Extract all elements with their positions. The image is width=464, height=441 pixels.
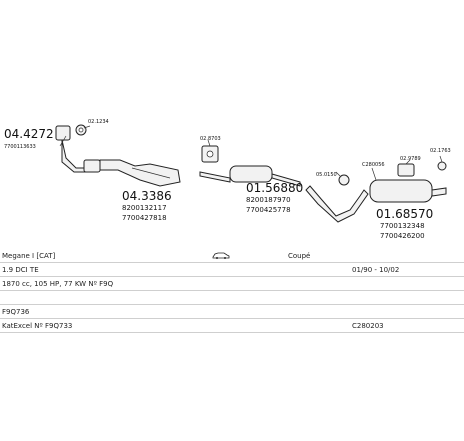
- catalog-code: C280203: [352, 322, 384, 330]
- oem-number: 7700425778: [246, 206, 291, 214]
- oem-number: 7700426200: [380, 232, 425, 240]
- catalyst-part[interactable]: [99, 159, 181, 187]
- engine-details: 1870 cc, 105 HP, 77 KW Nº F9Q: [2, 280, 114, 288]
- oem-number: 7700113633: [4, 144, 36, 150]
- clamp-part-3[interactable]: [437, 161, 447, 171]
- part-number-02-9789: 02.9789: [400, 156, 421, 162]
- rubber-mount-part[interactable]: [397, 163, 415, 177]
- center-muffler-part[interactable]: [199, 165, 301, 187]
- part-number-05-0150: 05.0150: [316, 172, 337, 178]
- engine-name: 1.9 DCI TE: [2, 266, 39, 274]
- oem-number: 8200132117: [122, 204, 167, 212]
- gasket-part[interactable]: [201, 145, 219, 163]
- info-row-details: 1870 cc, 105 HP, 77 KW Nº F9Q: [0, 278, 464, 291]
- info-row-catalyst: KatExcel Nº F9Q733 C280203: [0, 320, 464, 333]
- info-row-blank: [0, 292, 464, 305]
- clamp-part-1[interactable]: [75, 124, 87, 136]
- part-number-01-56880: 01.56880: [246, 181, 303, 195]
- model-name: Megane I [CAT]: [2, 252, 56, 260]
- part-number-01-68570: 01.68570: [376, 207, 433, 221]
- oem-number: 7700427818: [122, 214, 167, 222]
- body-type: Coupé: [288, 252, 311, 260]
- part-number-c280056: C280056: [362, 162, 385, 168]
- part-number-04-4272: 04.4272: [4, 127, 54, 141]
- production-years: 01/90 - 10/02: [352, 266, 400, 274]
- oem-number: 8200187970: [246, 196, 291, 204]
- part-number-02-1234: 02.1234: [88, 119, 109, 125]
- info-row-4: F9Q736: [0, 306, 464, 319]
- rear-pipe-part[interactable]: [305, 185, 369, 223]
- rear-muffler-part[interactable]: [369, 179, 447, 203]
- engine-code: F9Q736: [2, 308, 30, 316]
- clamp-part-2[interactable]: [338, 174, 350, 186]
- front-pipe-part[interactable]: [55, 125, 101, 173]
- oem-number: 7700132348: [380, 222, 425, 230]
- catalyst-info: KatExcel Nº F9Q733: [2, 322, 73, 330]
- info-row-engine: 1.9 DCI TE 01/90 - 10/02: [0, 264, 464, 277]
- part-number-02-1763: 02.1763: [430, 148, 451, 154]
- info-row-model: Megane I [CAT] Coupé: [0, 250, 464, 263]
- car-icon: [212, 251, 230, 261]
- part-number-02-8703: 02.8703: [200, 136, 221, 142]
- part-number-04-3386: 04.3386: [122, 189, 172, 203]
